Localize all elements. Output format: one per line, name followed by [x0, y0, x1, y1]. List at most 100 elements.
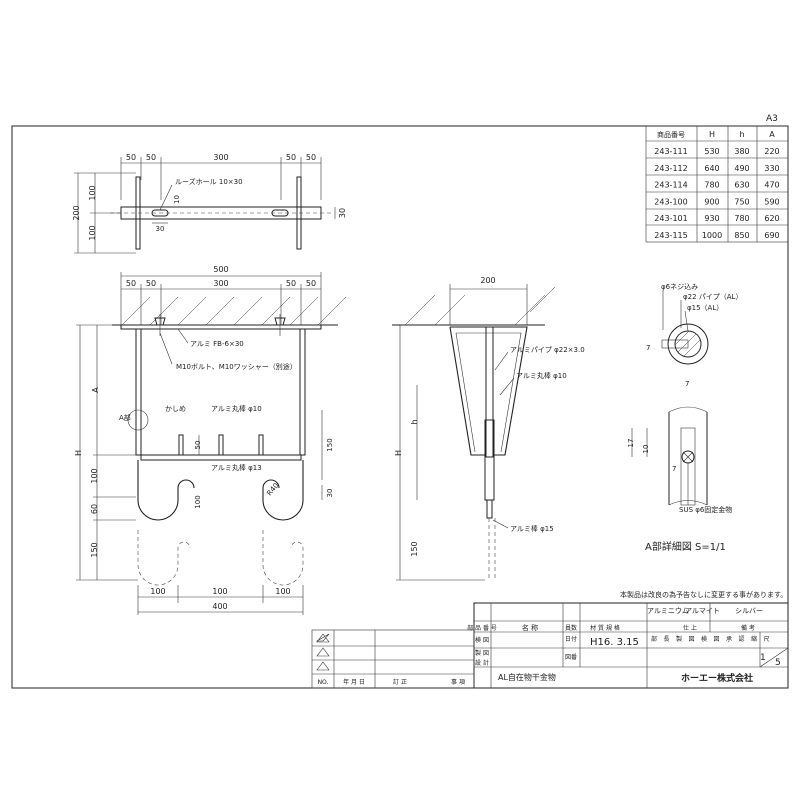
tb-col-1: 長 [664, 636, 670, 643]
tb-part-no: 部 品 番 号 [467, 624, 497, 632]
tb-product: AL自在物干金物 [498, 672, 556, 682]
tb-count-h: 員数 [565, 624, 577, 632]
detail-sus: SUS φ6固定金物 [679, 505, 732, 514]
spec-cell-r3-c0: 243-100 [654, 197, 687, 206]
title-block: アルミニウム アルマイト シルバー 部 品 番 号 名 称 員数 材 質 規 格… [467, 602, 789, 689]
material-h2: 仕 上 [683, 624, 697, 632]
material-note: シルバー [735, 607, 763, 615]
tb-scale-5: 5 [775, 658, 781, 668]
detail-l3: φ15（AL） [687, 304, 723, 312]
spec-cell-r1-c0: 243-112 [654, 164, 687, 173]
detail-l2: φ22 パイプ（AL） [683, 293, 742, 301]
material-finish: アルマイト [685, 607, 720, 615]
front-dim-30: 30 [326, 489, 334, 498]
sheet-size: A3 [766, 114, 778, 124]
spec-cell-r2-c0: 243-114 [654, 181, 687, 190]
spec-cell-r1-c3: 330 [764, 164, 779, 173]
front-dim-1: 50 [126, 279, 136, 288]
spec-cell-r2-c1: 780 [704, 181, 719, 190]
detail-7b: 7 [685, 380, 689, 388]
front-bottom-100c: 100 [275, 587, 290, 596]
tb-scale-1: 1 [760, 653, 766, 663]
front-A: A [91, 387, 100, 393]
rev-correction: 訂 正 [393, 678, 407, 686]
plan-dim-2: 50 [146, 153, 156, 162]
spec-header-H: H [709, 130, 715, 139]
tb-date: H16. 3.15 [590, 637, 639, 648]
plan-dim-3: 300 [213, 153, 228, 162]
side-pipe-label: アルミパイプ φ22×3.0 [510, 346, 585, 354]
tb-name-h: 名 称 [522, 623, 538, 632]
spec-cell-r5-c2: 850 [734, 231, 749, 240]
front-dim-4: 50 [286, 279, 296, 288]
spec-cell-r5-c3: 690 [764, 231, 779, 240]
spec-cell-r4-c1: 930 [704, 214, 719, 223]
plan-dim-1: 50 [126, 153, 136, 162]
front-round-bar-13: アルミ丸棒 φ13 [211, 463, 262, 472]
tb-col-0: 部 [651, 635, 657, 643]
side-bar10-label: アルミ丸棒 φ10 [516, 371, 567, 380]
side-bar15-label: アルミ棒 φ15 [510, 524, 554, 533]
plan-left-200: 200 [72, 205, 81, 220]
spec-cell-r0-c1: 530 [704, 147, 719, 156]
side-200: 200 [480, 276, 495, 285]
spec-cell-r3-c1: 900 [704, 197, 719, 206]
material-h1: 材 質 規 格 [590, 624, 620, 632]
detail-l1: φ6ネジ込み [661, 282, 698, 291]
tb-col-8: 縮 [751, 635, 757, 643]
tb-company: ホーエー株式会社 [681, 672, 753, 684]
revision-table: NO. 年 月 日 訂 正 事 項 [311, 629, 475, 689]
spec-cell-r0-c0: 243-111 [654, 147, 687, 156]
front-view: 500 50 50 300 50 50 [74, 265, 347, 615]
spec-header-h: h [739, 130, 744, 139]
spec-header-product: 商品番号 [657, 130, 685, 139]
tb-col-9: 尺 [764, 636, 770, 643]
material-alu: アルミニウム [647, 607, 689, 615]
detail-a: φ6ネジ込み φ22 パイプ（AL） φ15（AL） 7 7 17 10 7 S… [627, 282, 742, 553]
side-150: 150 [410, 541, 419, 556]
front-bolt-label: M10ボルト、M10ワッシャー（別途） [176, 362, 297, 371]
spec-cell-r5-c1: 1000 [702, 231, 722, 240]
rev-no: NO. [318, 679, 329, 686]
tb-col-4: 検 [701, 635, 707, 643]
tb-col-3: 図 [689, 636, 695, 643]
front-overall-500: 500 [213, 265, 228, 274]
spec-header-A: A [769, 130, 775, 139]
spec-cell-r3-c2: 750 [734, 197, 749, 206]
plan-left-100b: 100 [88, 225, 97, 240]
detail-caption: A部詳細図 S=1/1 [645, 540, 726, 553]
front-dim-100-inner: 100 [194, 495, 202, 508]
detail-17: 17 [627, 439, 635, 448]
plan-view: 50 50 300 50 50 200 100 100 30 ルーズホール 10… [72, 153, 347, 254]
front-detail-ref: A部 [119, 413, 131, 422]
plan-left-100a: 100 [88, 185, 97, 200]
front-dim-5: 50 [306, 279, 316, 288]
front-bottom-400: 400 [212, 602, 227, 611]
detail-7a: 7 [646, 344, 650, 352]
plan-slot-30: 30 [156, 225, 165, 233]
rev-date: 年 月 日 [343, 678, 365, 686]
front-dim-2: 50 [146, 279, 156, 288]
front-100: 100 [90, 468, 99, 483]
tb-col-7: 認 [739, 635, 745, 643]
tb-col-5: 図 [714, 636, 720, 643]
spec-cell-r1-c2: 490 [734, 164, 749, 173]
spec-cell-r5-c0: 243-115 [654, 231, 687, 240]
front-dim-50: 50 [194, 441, 202, 450]
front-bottom-100b: 100 [212, 587, 227, 596]
spec-cell-r2-c2: 630 [734, 181, 749, 190]
notice-text: 本製品は改良の為予告なしに変更する事があります。 [620, 590, 787, 599]
tb-cols: 部長製図検図承認縮尺 [651, 635, 770, 643]
plan-dim-4: 50 [286, 153, 296, 162]
tb-col-2: 製 [676, 635, 682, 643]
side-H: H [394, 450, 403, 456]
front-60: 60 [90, 504, 99, 514]
front-150: 150 [90, 542, 99, 557]
plan-slot-label: ルーズホール 10×30 [175, 177, 243, 186]
plan-slot-10: 10 [173, 195, 181, 204]
tb-drawing-h: 図番 [565, 654, 577, 661]
spec-cell-r4-c0: 243-101 [654, 214, 687, 223]
